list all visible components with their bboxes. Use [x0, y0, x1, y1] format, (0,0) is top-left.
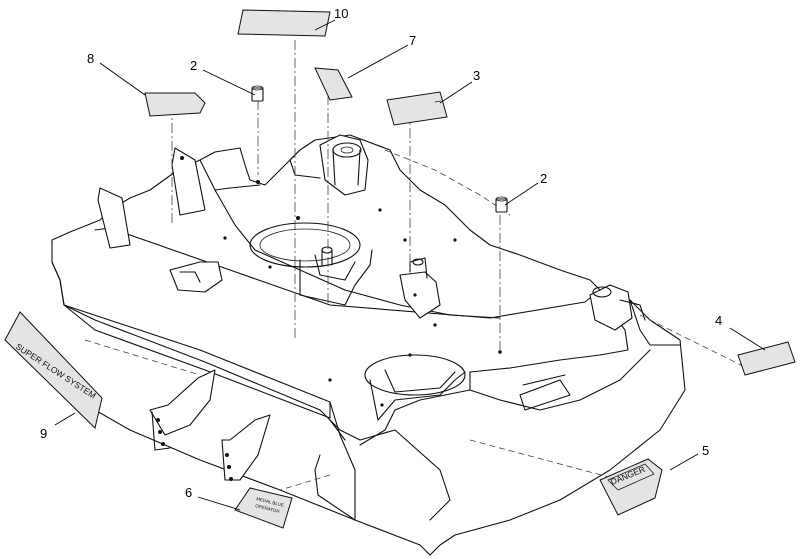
decal-3 — [386, 91, 448, 126]
callout-leaders — [54, 19, 766, 511]
decal-5-danger: DANGER — [599, 458, 663, 516]
callout-9: 9 — [40, 426, 47, 441]
spacer-2a — [251, 85, 264, 102]
rear-fin — [171, 147, 206, 216]
callout-8: 8 — [87, 51, 94, 66]
callout-2-rear: 2 — [190, 58, 197, 73]
phantom-lines — [84, 40, 756, 491]
left-hinge-bracket — [169, 261, 223, 293]
callout-6: 6 — [185, 485, 192, 500]
front-chute-panel — [314, 374, 571, 521]
decal-10 — [237, 9, 331, 37]
callout-5: 5 — [702, 443, 709, 458]
rear-left-fin — [97, 187, 131, 249]
anti-scalp-plate-1 — [149, 369, 216, 451]
pivot-boss-right — [589, 284, 646, 331]
decal-4 — [737, 341, 796, 376]
mower-deck-housing — [51, 134, 686, 556]
manual-decal-line2: OPERATOR — [255, 503, 281, 514]
decal-7 — [314, 67, 353, 101]
callout-4: 4 — [715, 313, 722, 328]
callout-7: 7 — [409, 33, 416, 48]
callout-3: 3 — [473, 68, 480, 83]
mounting-holes — [223, 180, 502, 407]
callout-numbers: 10 7 3 8 2 2 4 9 6 5 — [40, 6, 722, 500]
anti-scalp-plate-2 — [221, 414, 271, 481]
idler-bracket — [399, 257, 441, 319]
decal-8 — [144, 92, 206, 117]
manual-decal-line1: MEDAL BLUE — [256, 496, 285, 508]
spindle-opening-center — [364, 354, 466, 421]
callout-2-front: 2 — [540, 171, 547, 186]
decal-6-manual: MEDAL BLUE OPERATOR — [234, 487, 293, 529]
decal-9-super-flow: SUPER FLOW SYSTEM — [4, 311, 103, 429]
spacer-2b — [495, 196, 508, 213]
callout-10: 10 — [334, 6, 348, 21]
rear-tower — [289, 134, 369, 196]
spindle-opening-left — [249, 222, 373, 306]
